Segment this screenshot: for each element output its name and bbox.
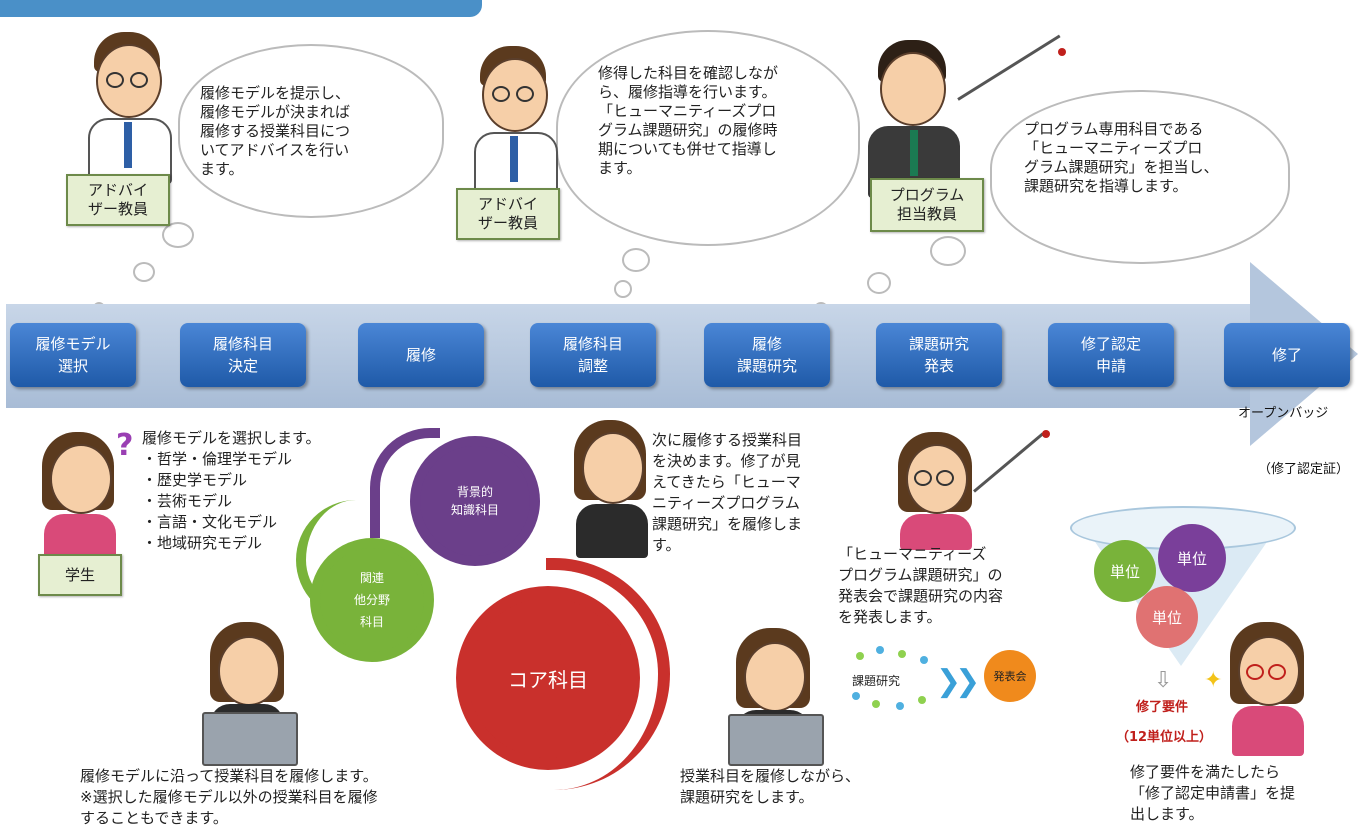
step-completion-apply: 修了認定 申請 (1048, 323, 1174, 387)
student-laptop-illustration (196, 620, 306, 766)
thought-cloud (178, 44, 444, 218)
gear-background-knowledge: 背景的 知識科目 (420, 446, 530, 556)
advisor-2-speech: 修得した科目を確認しなが ら、履修指導を行います。 「ヒューマニティーズプロ グ… (598, 64, 779, 177)
thought-bubble (867, 272, 891, 294)
step-course-adjust: 履修科目 調整 (530, 323, 656, 387)
program-teacher-role: プログラム 担当教員 (870, 178, 984, 232)
chevron-right-icon: ❯❯ (936, 664, 980, 699)
requirement-detail: （12単位以上） (1115, 730, 1213, 745)
step-model-select: 履修モデル 選択 (10, 323, 136, 387)
gear-core-subjects: コア科目 (468, 598, 628, 758)
student-text: 履修モデルを選択します。 ・哲学・倫理学モデル ・歴史学モデル ・芸術モデル ・… (142, 429, 321, 552)
step-research-presentation: 課題研究 発表 (876, 323, 1002, 387)
completion-text: 修了要件を満たしたら 「修了認定申請書」を提 出します。 (1130, 763, 1296, 823)
advisor-1-illustration (84, 30, 184, 184)
thought-cloud (990, 90, 1290, 264)
sparkle-icon: ✦ (1204, 668, 1223, 693)
arrow-down-icon: ⇩ (1154, 668, 1173, 693)
open-badge-note: オープンバッジ (1238, 406, 1329, 421)
presentation-text: 「ヒューマニティーズ プログラム課題研究」の 発表会で課題研究の内容 を発表しま… (838, 545, 1004, 626)
thought-cloud (556, 30, 860, 246)
thought-bubble (622, 248, 650, 272)
step-enroll: 履修 (358, 323, 484, 387)
step-research-enroll: 履修 課題研究 (704, 323, 830, 387)
completion-student-illustration (1226, 620, 1316, 760)
step-course-decide: 履修科目 決定 (180, 323, 306, 387)
advisor-2-illustration (470, 44, 570, 198)
thought-bubble (614, 280, 632, 298)
step-completion: 修了 (1224, 323, 1350, 387)
student-middle-illustration (572, 418, 652, 558)
presenter-illustration (894, 430, 1054, 550)
header-bar (0, 0, 482, 17)
program-teacher-illustration (868, 34, 1066, 198)
advisor-1-speech: 履修モデルを提示し、 履修モデルが決まれば 履修する授業科目につ いてアドバイス… (200, 84, 351, 178)
student-role: 学生 (38, 554, 122, 596)
gear-related-fields: 関連 他分野 科目 (320, 548, 424, 652)
credit-ball-red: 単位 (1136, 586, 1198, 648)
research-label: 課題研究 (852, 674, 901, 688)
requirement-label: 修了要件 (1135, 700, 1188, 715)
cycle-arrow-purple (370, 428, 440, 538)
next-subjects-text: 次に履修する授業科目 を決めます。修了が見 えてきたら「ヒューマ ニティーズプロ… (652, 431, 803, 554)
presentation-badge: 発表会 (984, 650, 1036, 702)
cycle-arrow-green (296, 500, 366, 620)
take-courses-text: 履修モデルに沿って授業科目を履修します。 ※選択した履修モデル以外の授業科目を履… (80, 767, 378, 827)
student-research-illustration (722, 626, 832, 766)
student-illustration (38, 430, 128, 560)
credit-ball-green: 単位 (1094, 540, 1156, 602)
program-teacher-speech: プログラム専用科目である 「ヒューマニティーズプロ グラム課題研究」を担当し、 … (1024, 120, 1219, 195)
advisor-1-role: アドバイ ザー教員 (66, 174, 170, 226)
research-dots (846, 642, 946, 716)
question-mark: ? (116, 428, 134, 463)
credit-ball-purple: 単位 (1158, 524, 1226, 592)
advisor-2-role: アドバイ ザー教員 (456, 188, 560, 240)
thought-bubble (930, 236, 966, 266)
certificate-note: （修了認定証） (1258, 462, 1350, 477)
research-text: 授業科目を履修しながら、 課題研究をします。 (680, 767, 861, 806)
thought-bubble (162, 222, 194, 248)
thought-bubble (133, 262, 155, 282)
